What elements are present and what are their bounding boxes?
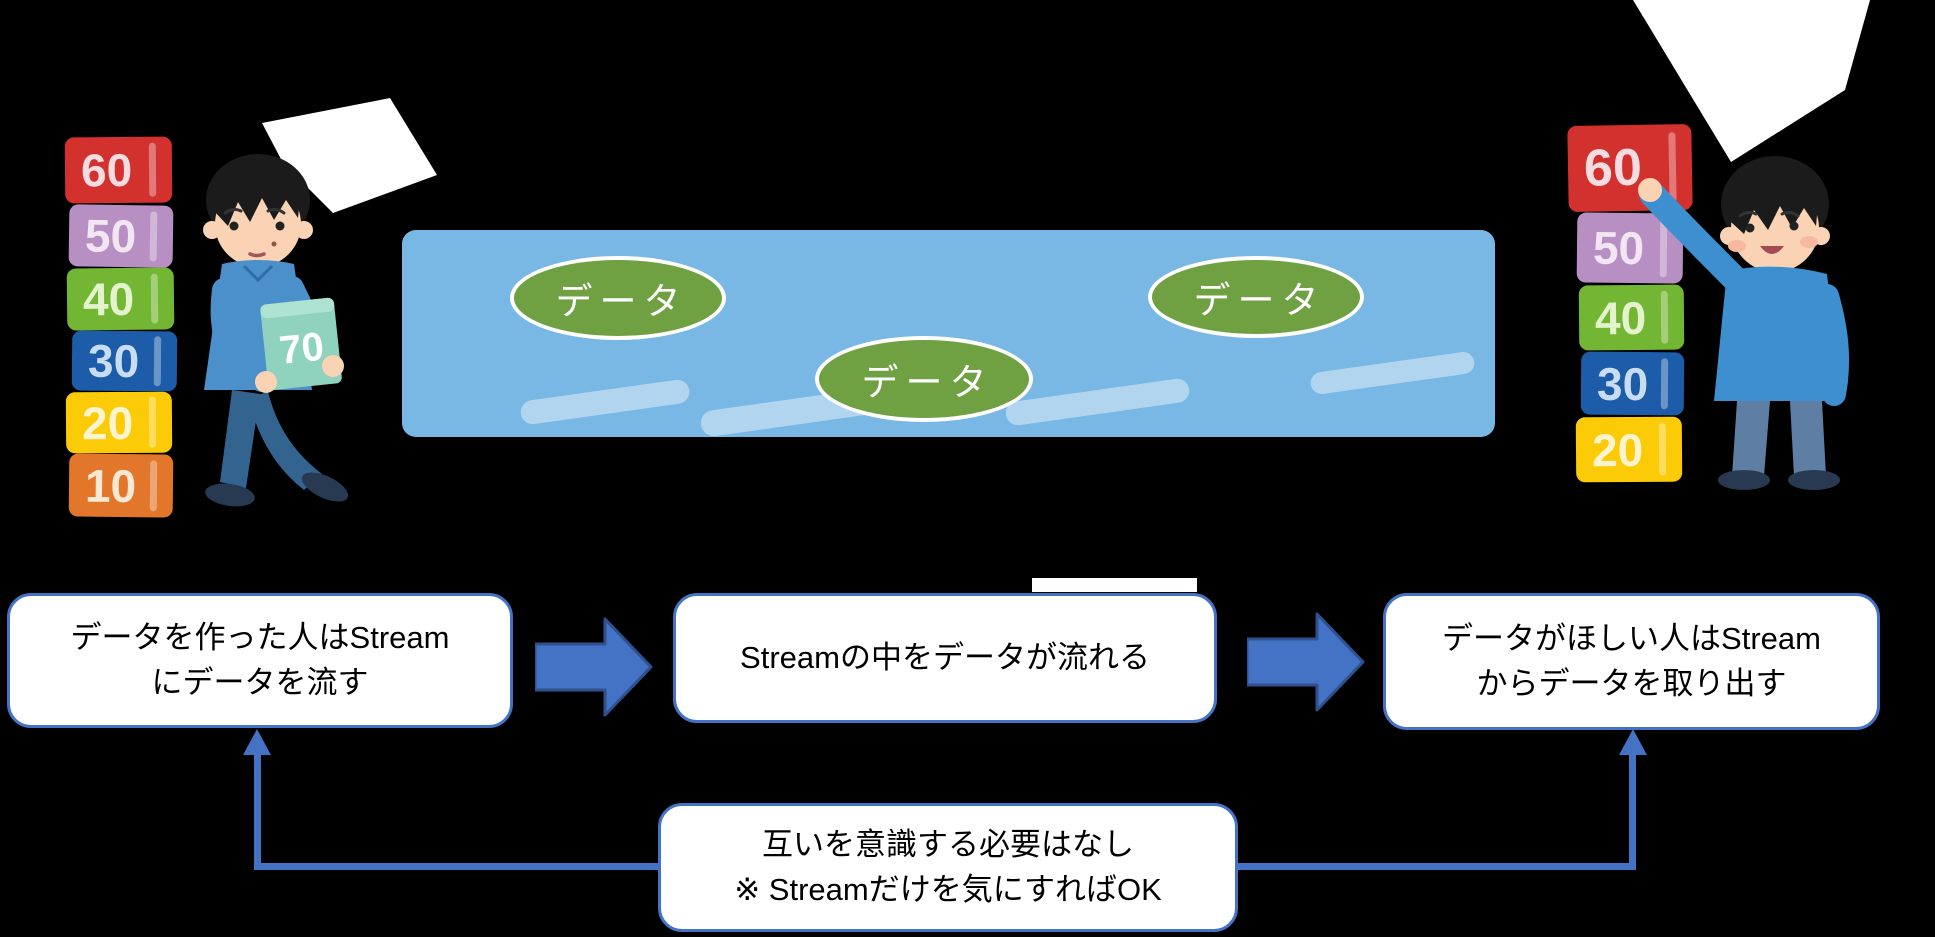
flow-box-text-line: Streamの中をデータが流れる <box>740 639 1150 675</box>
data-oval: データ <box>815 336 1033 422</box>
person-consumer-illustration <box>1638 156 1850 490</box>
loop-line-left-vertical <box>254 753 261 867</box>
stack-block: 40 <box>66 267 175 331</box>
loop-arrowhead-left <box>243 729 271 755</box>
note-box: 互いを意識する必要はなし ※ Streamだけを気にすればOK <box>658 803 1238 932</box>
person-producer-illustration: 70 <box>203 154 349 507</box>
carried-block-value: 70 <box>277 325 326 373</box>
stack-block: 10 <box>68 453 174 518</box>
block-value: 60 <box>80 143 133 197</box>
carried-block: 70 <box>260 297 342 390</box>
data-oval-label: データ <box>555 281 688 322</box>
loop-arrowhead-right <box>1619 729 1647 755</box>
wave-streak <box>1004 377 1191 427</box>
data-oval: データ <box>510 256 726 340</box>
right-block-arrow <box>535 617 653 717</box>
data-oval-label: データ <box>861 362 994 403</box>
block-value: 50 <box>84 209 137 263</box>
note-text-line: ※ Streamだけを気にすればOK <box>734 871 1162 907</box>
flow-box-text-line: にデータを流す <box>151 664 369 700</box>
block-value: 30 <box>87 334 140 388</box>
white-bar-artifact <box>1032 578 1197 592</box>
flow-box-stream: Streamの中をデータが流れる <box>673 593 1217 723</box>
wave-streak <box>1309 350 1476 396</box>
flow-box-text-line: データを作った人はStream <box>70 620 450 656</box>
flow-box-consume: データがほしい人はStream からデータを取り出す <box>1383 593 1880 730</box>
block-value: 10 <box>84 459 137 512</box>
flow-box-text-line: からデータを取り出す <box>1476 665 1787 701</box>
stack-block: 20 <box>65 391 173 454</box>
loop-line-right-vertical <box>1629 753 1636 867</box>
flow-box-text-line: データがほしい人はStream <box>1442 621 1821 657</box>
flow-box-produce: データを作った人はStream にデータを流す <box>7 593 513 728</box>
stack-block: 60 <box>64 136 173 204</box>
data-oval-label: データ <box>1193 280 1326 321</box>
data-oval: データ <box>1148 256 1364 338</box>
right-block-arrow <box>1247 612 1365 712</box>
block-value: 40 <box>82 272 135 326</box>
block-value: 20 <box>81 396 134 449</box>
stack-block: 50 <box>68 204 174 268</box>
stack-block: 30 <box>71 330 178 392</box>
wave-streak <box>519 378 691 426</box>
note-text-line: 互いを意識する必要はなし <box>762 827 1134 863</box>
